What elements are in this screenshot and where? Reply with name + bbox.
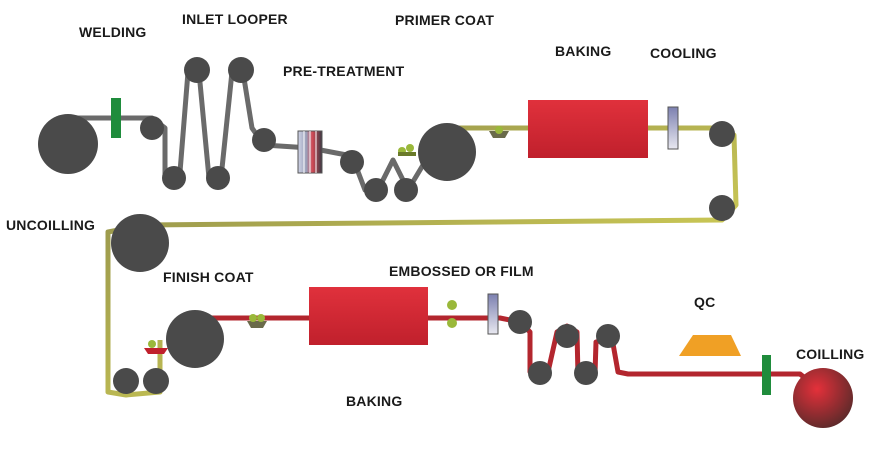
- finish-top-ball-2: [257, 314, 265, 322]
- exit-roller-4: [574, 361, 598, 385]
- welder-unit: [111, 98, 121, 138]
- pretreat-roller-2: [364, 178, 388, 202]
- looper-exit-roller: [252, 128, 276, 152]
- embossing-roller-top: [447, 300, 457, 310]
- exit-roller-5: [596, 324, 620, 348]
- primer-top-tray: [489, 131, 509, 138]
- looper-roller-top-1: [184, 57, 210, 83]
- label-cooling: COOLING: [650, 45, 717, 61]
- primer-coat-roll: [418, 123, 476, 181]
- label-qc: QC: [694, 294, 716, 310]
- primer-top-ball: [495, 126, 503, 134]
- uncoiler-coil: [38, 114, 98, 174]
- label-coiling: COILLING: [796, 346, 865, 362]
- cooling-roller-2: [709, 195, 735, 221]
- exit-roller-2: [528, 361, 552, 385]
- label-finish-coat: FINISH COAT: [163, 269, 254, 285]
- primer-coater-ball-2: [406, 144, 414, 152]
- finish-top-ball-1: [249, 314, 257, 322]
- recoiler-coil: [793, 368, 853, 428]
- turning-roll: [111, 214, 169, 272]
- coiling-shear: [762, 355, 771, 395]
- pretreat-roller-3: [394, 178, 418, 202]
- exit-roller-1: [508, 310, 532, 334]
- pretreat-roller-1: [340, 150, 364, 174]
- label-baking-bottom: BAKING: [346, 393, 403, 409]
- label-welding: WELDING: [79, 24, 147, 40]
- finish-coat-roll: [166, 310, 224, 368]
- label-pre-treatment: PRE-TREATMENT: [283, 63, 405, 79]
- exit-roller-3: [555, 324, 579, 348]
- film-laminator: [487, 293, 499, 335]
- cooling-unit: [667, 106, 679, 150]
- strip-upper-gray: [68, 69, 435, 193]
- label-primer-coat: PRIMER COAT: [395, 12, 495, 28]
- finish-top-tray: [247, 321, 267, 328]
- finish-roller-2: [143, 368, 169, 394]
- label-inlet-looper: INLET LOOPER: [182, 11, 288, 27]
- looper-roller-bottom-1: [162, 166, 186, 190]
- finish-coater-ball: [148, 340, 156, 348]
- looper-roller-top-2: [228, 57, 254, 83]
- entry-roller: [140, 116, 164, 140]
- finish-coater-tray: [144, 348, 168, 354]
- qc-station: [679, 335, 741, 356]
- looper-roller-bottom-2: [206, 166, 230, 190]
- label-embossed-film: EMBOSSED OR FILM: [389, 263, 534, 279]
- top-baking-oven: [528, 100, 648, 158]
- label-uncoiling: UNCOILLING: [6, 217, 96, 233]
- cooling-roller-1: [709, 121, 735, 147]
- embossing-roller-bottom: [447, 318, 457, 328]
- primer-coater-tray: [398, 152, 416, 156]
- finish-roller-1: [113, 368, 139, 394]
- bottom-baking-oven: [309, 287, 428, 345]
- label-baking-top: BAKING: [555, 43, 612, 59]
